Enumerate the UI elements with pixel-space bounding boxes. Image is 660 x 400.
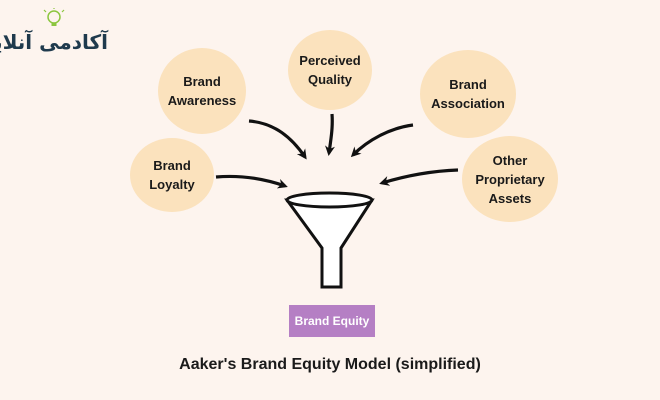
funnel-icon	[284, 191, 375, 289]
diagram-caption: Aaker's Brand Equity Model (simplified)	[179, 356, 481, 373]
node-label: Brand Association	[431, 77, 505, 111]
node-other-proprietary-assets: Other Proprietary Assets	[462, 136, 558, 222]
node-perceived-quality: Perceived Quality	[288, 30, 372, 110]
arrow-association	[350, 123, 414, 158]
arrow-quality	[325, 113, 335, 156]
arrow-other	[379, 168, 459, 186]
node-brand-association: Brand Association	[420, 50, 516, 138]
node-brand-awareness: Brand Awareness	[158, 48, 246, 134]
node-label: Perceived Quality	[299, 53, 361, 87]
brand-logo: آکادمی آنلاین	[0, 7, 108, 56]
node-brand-loyalty: Brand Loyalty	[130, 138, 214, 212]
node-label: Brand Loyalty	[149, 158, 195, 192]
arrow-awareness	[248, 119, 307, 160]
lightbulb-icon	[43, 7, 65, 26]
logo-text: آکادمی آنلاین	[0, 30, 108, 54]
arrow-loyalty	[215, 174, 288, 189]
node-label: Brand Awareness	[167, 74, 237, 108]
brand-equity-label: Brand Equity	[289, 305, 375, 337]
node-label: Other Proprietary Assets	[475, 152, 545, 206]
